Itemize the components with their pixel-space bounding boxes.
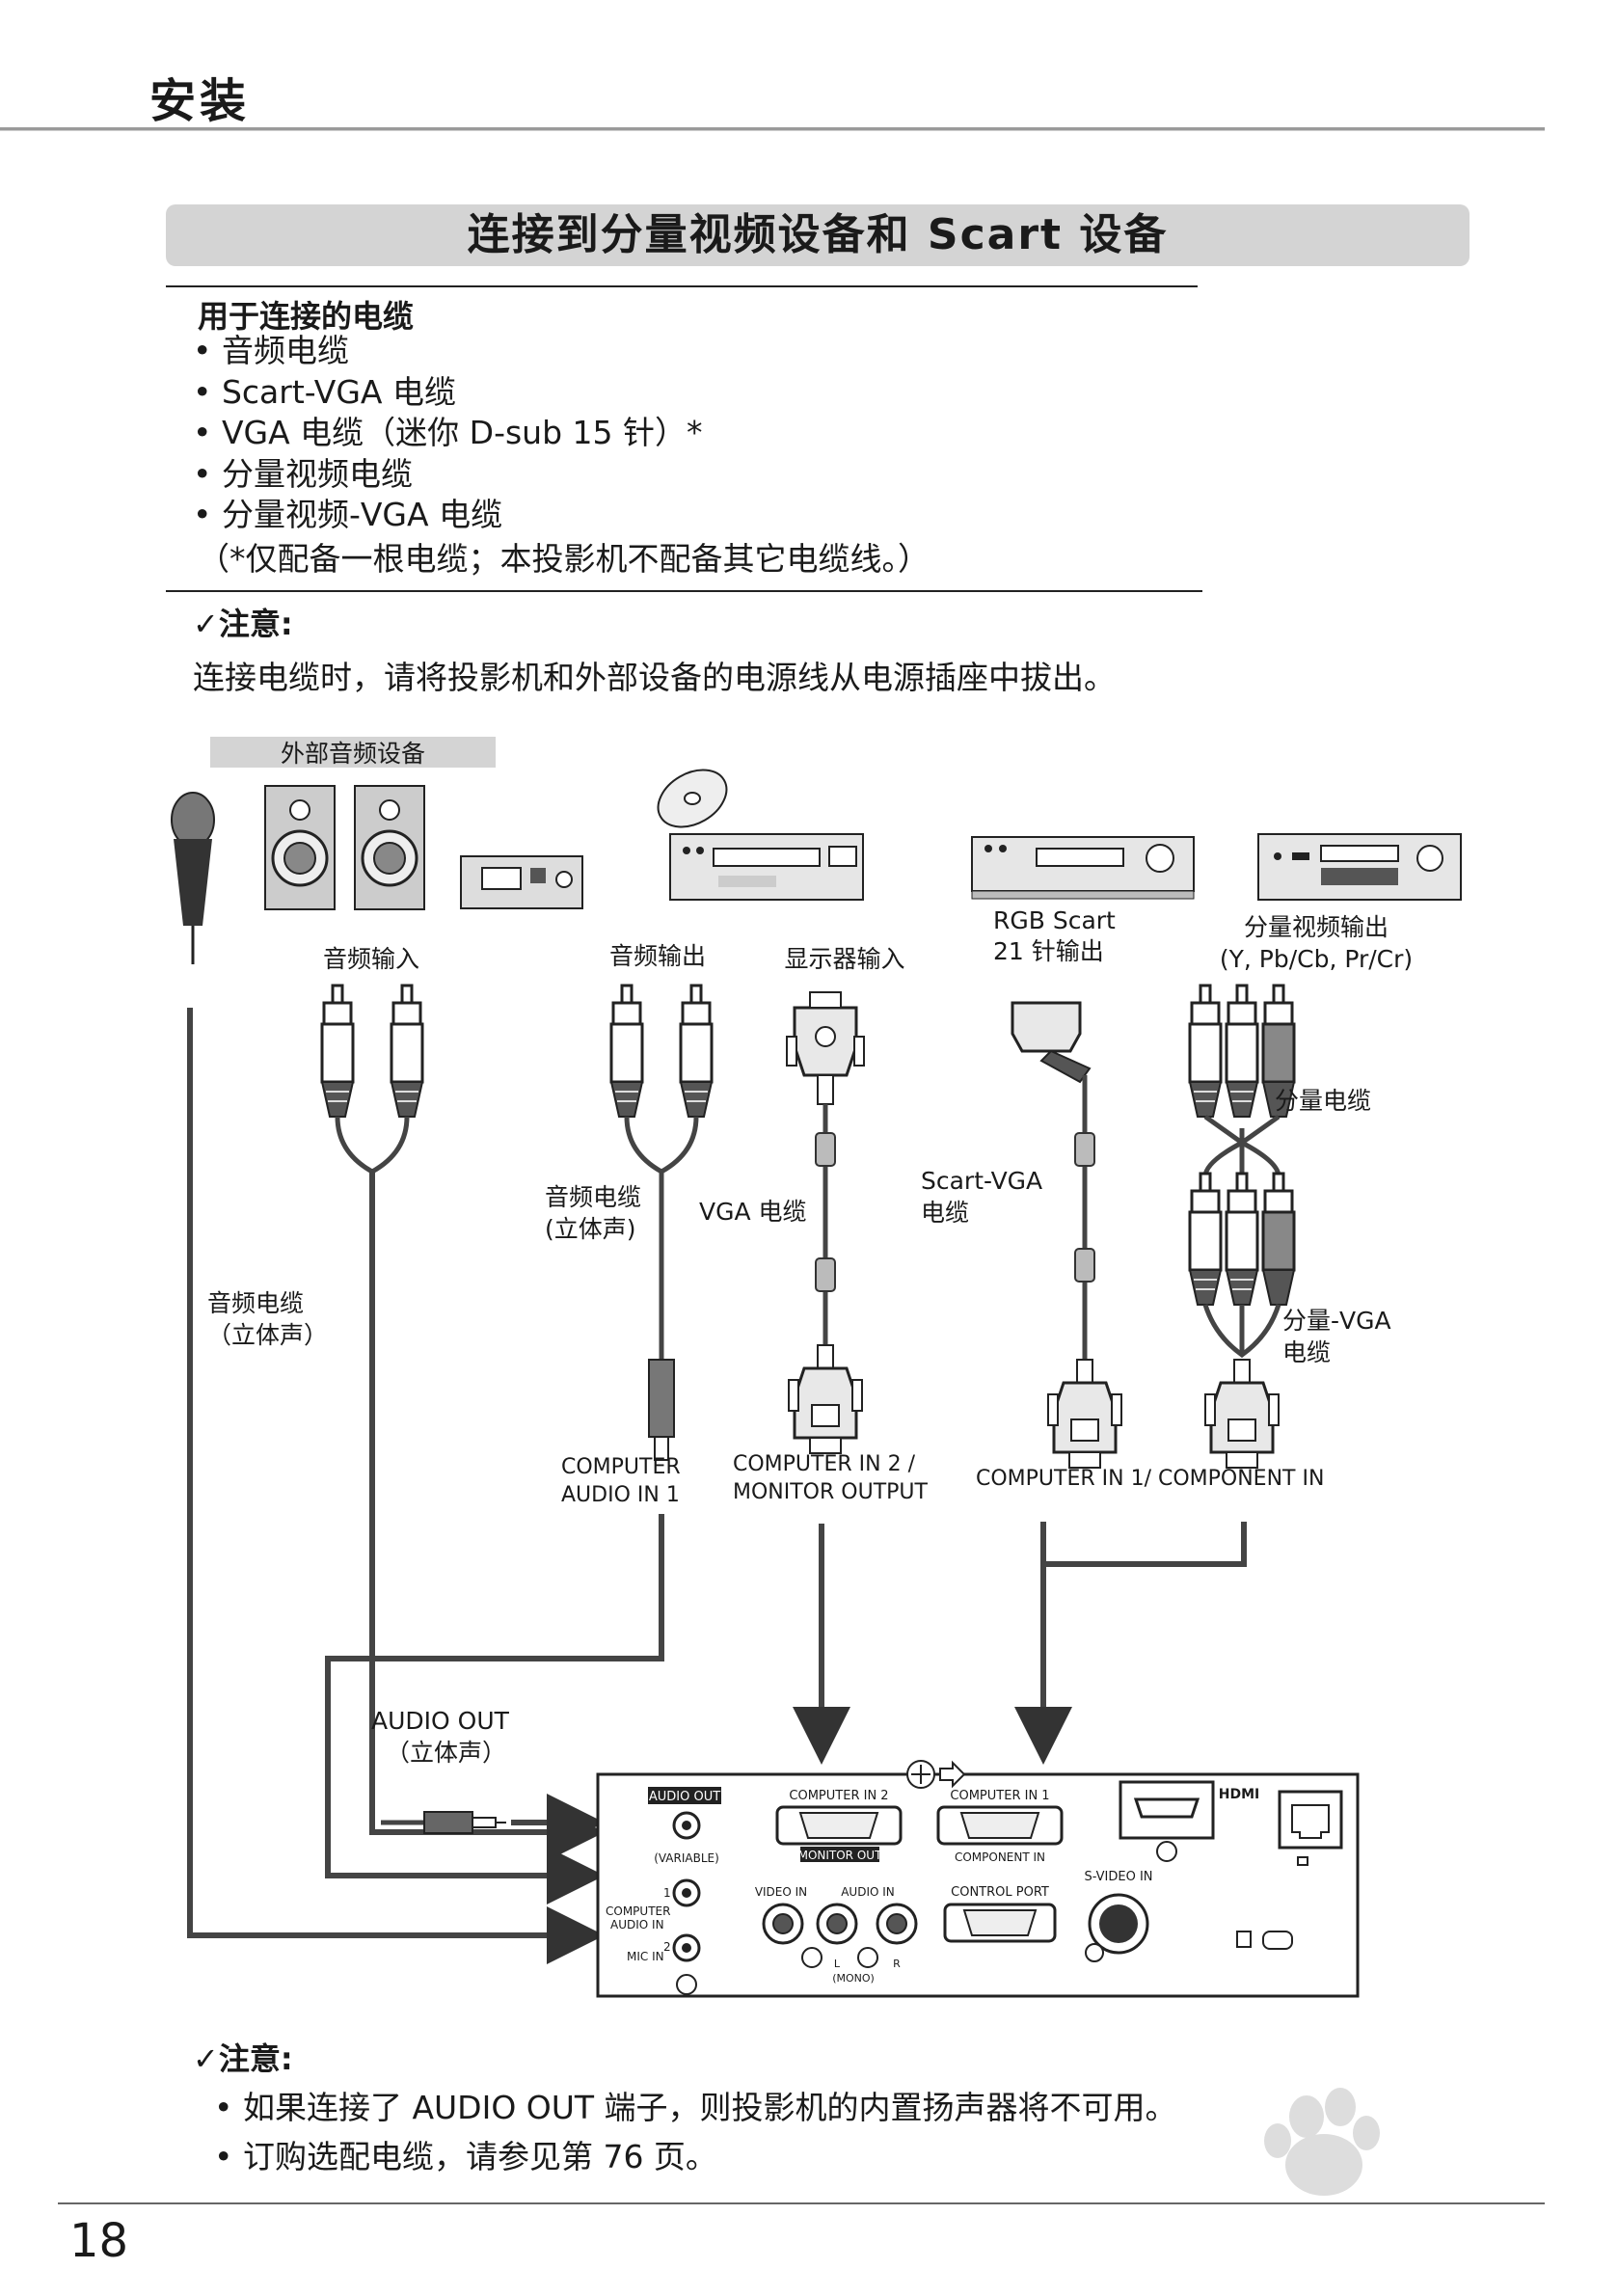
divider: [166, 285, 1198, 287]
connection-diagram: 外部音频设备: [171, 737, 1462, 1998]
computer-audio-in-label: COMPUTER: [561, 1455, 681, 1479]
page-title-banner: 连接到分量视频设备和 Scart 设备: [166, 204, 1470, 266]
panel-hdmi-label: HDMI: [1219, 1787, 1259, 1802]
component-device-icon: [1257, 833, 1462, 901]
note-text: 连接电缆时，请将投影机和外部设备的电源线从电源插座中拔出。: [193, 659, 1116, 696]
component-cable-label: 分量电缆: [1275, 1087, 1371, 1115]
header-rule: [0, 127, 1545, 131]
note-item: • 如果连接了 AUDIO OUT 端子，则投影机的内置扬声器将不可用。: [214, 2089, 1177, 2126]
cable-item: • 分量视频-VGA 电缆: [193, 496, 503, 533]
panel-monitor-out-label: MONITOR OUT: [798, 1849, 882, 1862]
speaker-icon: [264, 785, 336, 910]
left-audio-cable-label: 音频电缆: [207, 1289, 304, 1317]
component-vga-cable-sub: 电缆: [1282, 1338, 1331, 1366]
speaker-icon: [354, 785, 425, 910]
panel-component-in-label: COMPONENT IN: [955, 1850, 1045, 1864]
component-vga-cable-label: 分量-VGA: [1282, 1307, 1391, 1335]
cable-item: • 音频电缆: [193, 332, 349, 369]
kensington-lock-icon: [1236, 1931, 1293, 1950]
panel-screw-icon: [906, 1760, 966, 1789]
panel-variable-label: (VARIABLE): [654, 1851, 719, 1865]
audio-cable-label: 音频电缆: [545, 1183, 641, 1211]
audio-out-stereo-sub: （立体声）: [386, 1739, 506, 1767]
panel-video-in-label: VIDEO IN: [755, 1885, 807, 1899]
paw-icon: [1264, 2088, 1380, 2196]
audio-out-plug: [381, 1811, 506, 1834]
panel-computer-in2-label: COMPUTER IN 2: [789, 1789, 888, 1803]
cable-item: • Scart-VGA 电缆: [193, 372, 456, 411]
vga-cable-label: VGA 电缆: [699, 1198, 807, 1226]
external-audio-label: 外部音频设备: [210, 737, 496, 768]
note-list: • 如果连接了 AUDIO OUT 端子，则投影机的内置扬声器将不可用。 • 订…: [214, 2083, 1177, 2181]
component-out-signals: (Y, Pb/Cb, Pr/Cr): [1220, 945, 1413, 973]
audio-out-stereo-label: AUDIO OUT: [371, 1707, 510, 1735]
panel-r-label: R: [893, 1958, 901, 1970]
cables-heading: 用于连接的电缆: [198, 298, 415, 335]
cable-item: • 分量视频电缆: [193, 454, 413, 493]
panel-mic-in-label: MIC IN: [627, 1950, 664, 1963]
monitor-in-label: 显示器输入: [784, 945, 904, 973]
cable-item: • VGA 电缆（迷你 D-sub 15 针）*: [193, 414, 703, 451]
disc-icon: [657, 769, 728, 828]
scart-plug: [1011, 1001, 1092, 1084]
computer-in2-label: COMPUTER IN 2 /: [733, 1452, 916, 1476]
note-heading: ✓注意:: [193, 606, 293, 642]
svg-text:外部音频设备: 外部音频设备: [281, 740, 425, 768]
dvd-player-icon: [669, 833, 864, 901]
scart-device-icon: [971, 836, 1195, 900]
cables-list: • 音频电缆 • Scart-VGA 电缆 • VGA 电缆（迷你 D-sub …: [193, 331, 703, 536]
footer-rule: [58, 2202, 1545, 2204]
section-title: 安装: [149, 74, 251, 128]
page-number: 18: [69, 2214, 129, 2268]
note-item: • 订购选配电缆，请参见第 76 页。: [214, 2138, 717, 2175]
scart-vga-cable-label: Scart-VGA: [921, 1167, 1042, 1195]
panel-l-label: L: [834, 1958, 841, 1970]
panel-mono-label: (MONO): [832, 1972, 875, 1985]
panel-s-video-label: S-VIDEO IN: [1084, 1870, 1152, 1884]
amplifier-icon: [460, 855, 583, 909]
panel-port1-label: 1: [663, 1886, 671, 1900]
panel-control-port-label: CONTROL PORT: [951, 1885, 1049, 1900]
divider: [166, 590, 1202, 592]
note-heading: ✓注意:: [193, 2040, 293, 2077]
monitor-output-label: MONITOR OUTPUT: [733, 1480, 929, 1504]
panel-port2-label: 2: [663, 1940, 671, 1954]
cables-footnote: （*仅配备一根电缆；本投影机不配备其它电缆线。）: [198, 540, 930, 578]
panel-computer-audio-in-b: AUDIO IN: [610, 1918, 664, 1931]
left-audio-cable-sub: （立体声）: [207, 1321, 328, 1349]
computer-in1-label: COMPUTER IN 1/ COMPONENT IN: [976, 1467, 1324, 1491]
microphone-icon: [171, 792, 215, 964]
computer-audio-in-sub: AUDIO IN 1: [561, 1483, 680, 1507]
scart-vga-cable-sub: 电缆: [921, 1199, 969, 1227]
panel-computer-audio-in-a: COMPUTER: [606, 1904, 670, 1918]
lan-port-icon: [1278, 1790, 1343, 1866]
panel-audio-in-label: AUDIO IN: [841, 1885, 895, 1899]
panel-audio-out-label: AUDIO OUT: [649, 1790, 720, 1804]
mini-jack-plug: [648, 1359, 675, 1461]
left-audio-cable: [187, 1008, 605, 1964]
audio-cable-sub: (立体声): [545, 1215, 636, 1243]
component-out-label: 分量视频输出: [1244, 913, 1389, 941]
panel-computer-in1-label: COMPUTER IN 1: [950, 1789, 1049, 1803]
baidu-watermark: [1264, 2088, 1380, 2196]
rgb-scart-label: RGB Scart: [993, 906, 1116, 934]
rgb-scart-pin-label: 21 针输出: [993, 937, 1104, 965]
audio-out-label: 音频输出: [609, 942, 706, 970]
audio-in-label: 音频输入: [323, 945, 419, 973]
